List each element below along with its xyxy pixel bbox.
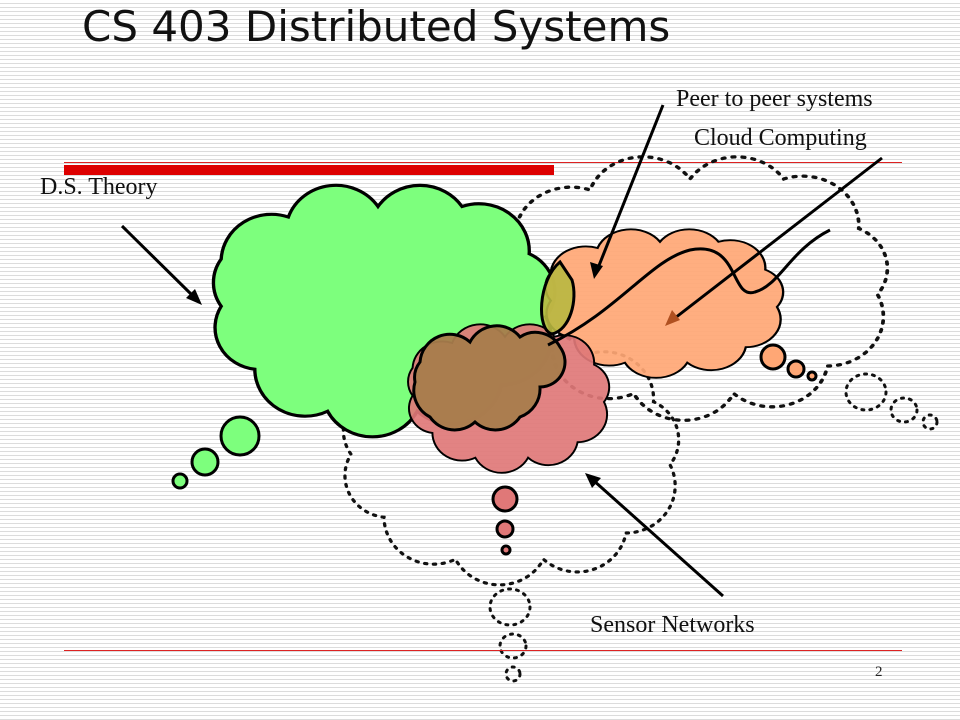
dotted-bubble-upper-1	[844, 372, 888, 412]
sensor-bubble-2	[495, 519, 515, 539]
ds-theory-cloud	[171, 183, 557, 490]
dotted-bubble-upper-2	[889, 396, 919, 424]
title-underline	[64, 162, 902, 163]
page-number: 2	[875, 664, 883, 680]
slide-title: CS 403 Distributed Systems	[82, 2, 671, 51]
ds-theory-bubble-1	[219, 415, 261, 457]
p2p-bubble-1	[759, 343, 787, 371]
ds-theory-bubble-2	[190, 447, 220, 477]
overlap-brown	[412, 324, 567, 432]
dotted-bubble-lower-3	[504, 665, 522, 683]
p2p-bubble-2	[786, 359, 806, 379]
title-accent-bar	[64, 165, 554, 175]
sensor-bubble-3	[500, 544, 512, 556]
arrow-cloud-computing	[665, 156, 883, 326]
ds-theory-bubble-3	[171, 472, 189, 490]
peer-to-peer-label: Peer to peer systems	[676, 86, 873, 112]
footer-rule	[64, 650, 902, 651]
sensor-networks-label: Sensor Networks	[590, 612, 755, 638]
dotted-cloud-upper	[504, 154, 939, 431]
dotted-cloud-lower	[341, 331, 681, 683]
dotted-bubble-lower-2	[498, 632, 528, 660]
cloud-computing-label: Cloud Computing	[694, 125, 867, 151]
overlap-green-orange	[540, 259, 576, 336]
p2p-bubble-3	[806, 370, 818, 382]
dotted-bubble-upper-3	[921, 413, 939, 431]
arrow-sensor-networks	[585, 473, 724, 598]
p2p-cloud	[544, 228, 818, 382]
ds-theory-label: D.S. Theory	[40, 174, 158, 200]
connector-curve	[547, 228, 831, 347]
dotted-bubble-lower-1	[488, 587, 532, 627]
arrow-ds-theory	[120, 224, 202, 305]
sensor-cloud	[407, 323, 611, 556]
arrow-peer-to-peer	[590, 104, 665, 279]
sensor-bubble-1	[491, 485, 519, 513]
